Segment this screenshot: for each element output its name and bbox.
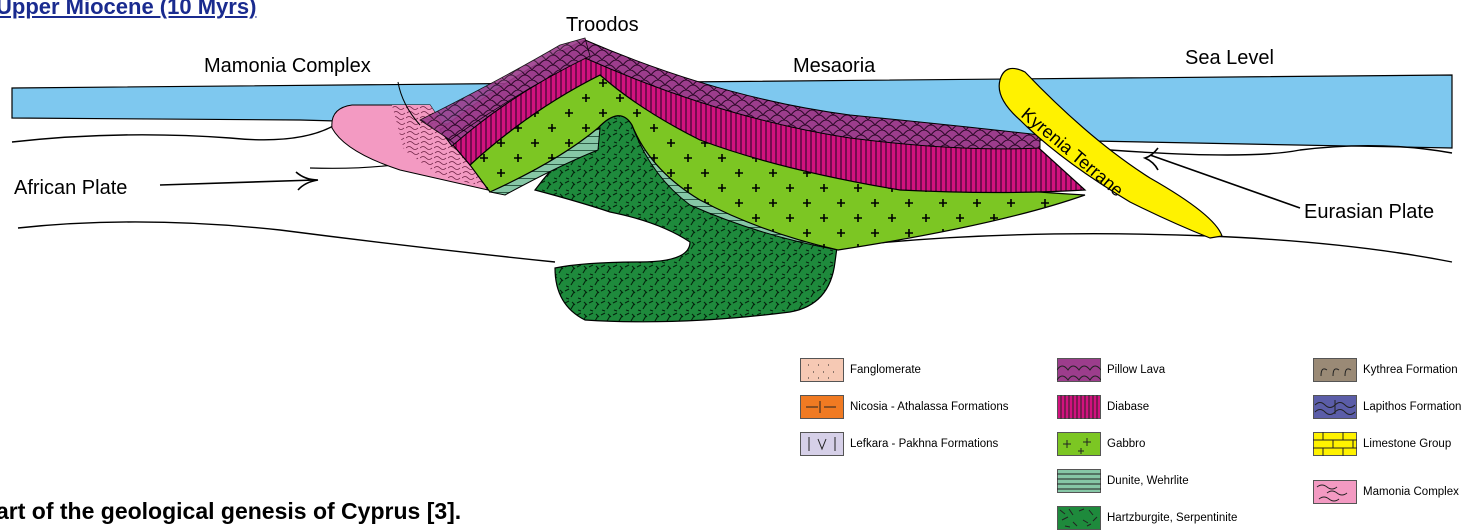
label-troodos: Troodos: [566, 14, 639, 36]
legend-label: Dunite, Wehrlite: [1107, 475, 1189, 487]
legend-item: Lapithos Formation: [1313, 394, 1461, 420]
legend-item: Limestone Group: [1313, 431, 1451, 457]
legend-label: Mamonia Complex: [1363, 486, 1459, 498]
african-plate-upper-line: [12, 125, 335, 142]
label-mesaoria: Mesaoria: [793, 55, 876, 77]
figure-caption: art of the geological genesis of Cyprus …: [0, 498, 461, 525]
eurasian-plate-lower-line: [830, 234, 1452, 262]
legend-label: Fanglomerate: [850, 364, 921, 376]
african-plate-arrow: [160, 172, 318, 190]
legend-label: Kythrea Formation: [1363, 364, 1458, 376]
label-african-plate: African Plate: [14, 177, 127, 199]
legend-item: Hartzburgite, Serpentinite: [1057, 505, 1237, 531]
legend-label: Gabbro: [1107, 438, 1145, 450]
legend-label: Pillow Lava: [1107, 364, 1165, 376]
legend-swatch-iv: [800, 432, 844, 456]
legend-swatch-plus: [1057, 432, 1101, 456]
legend-item: Gabbro: [1057, 431, 1145, 457]
legend-item: Fanglomerate: [800, 357, 921, 383]
label-sea-level: Sea Level: [1185, 47, 1274, 69]
legend-swatch-waves: [1313, 395, 1357, 419]
label-mamonia-complex: Mamonia Complex: [204, 55, 371, 77]
legend-swatch-brick: [1313, 432, 1357, 456]
legend-item: Diabase: [1057, 394, 1149, 420]
legend-label: Lapithos Formation: [1363, 401, 1461, 413]
label-eurasian-plate: Eurasian Plate: [1304, 201, 1434, 223]
legend-label: Limestone Group: [1363, 438, 1451, 450]
legend-swatch-squiggle: [1313, 480, 1357, 504]
legend-label: Diabase: [1107, 401, 1149, 413]
african-plate-lower-line: [18, 222, 555, 262]
legend-swatch-dots: [800, 358, 844, 382]
legend-swatch-scales: [1057, 358, 1101, 382]
legend-item: Mamonia Complex: [1313, 479, 1459, 505]
legend-swatch-vlines: [1057, 395, 1101, 419]
legend-item: Kythrea Formation: [1313, 357, 1458, 383]
legend-label: Lefkara - Pakhna Formations: [850, 438, 998, 450]
legend-swatch-curls: [1313, 358, 1357, 382]
legend-swatch-dash: [800, 395, 844, 419]
legend-swatch-hatch: [1057, 506, 1101, 530]
legend-item: Dunite, Wehrlite: [1057, 468, 1189, 494]
legend-swatch-hlines: [1057, 469, 1101, 493]
legend-label: Nicosia - Athalassa Formations: [850, 401, 1009, 413]
legend-item: Lefkara - Pakhna Formations: [800, 431, 998, 457]
eurasian-plate-upper-line: [1110, 146, 1452, 155]
legend-item: Pillow Lava: [1057, 357, 1165, 383]
legend-item: Nicosia - Athalassa Formations: [800, 394, 1009, 420]
legend-label: Hartzburgite, Serpentinite: [1107, 512, 1237, 524]
